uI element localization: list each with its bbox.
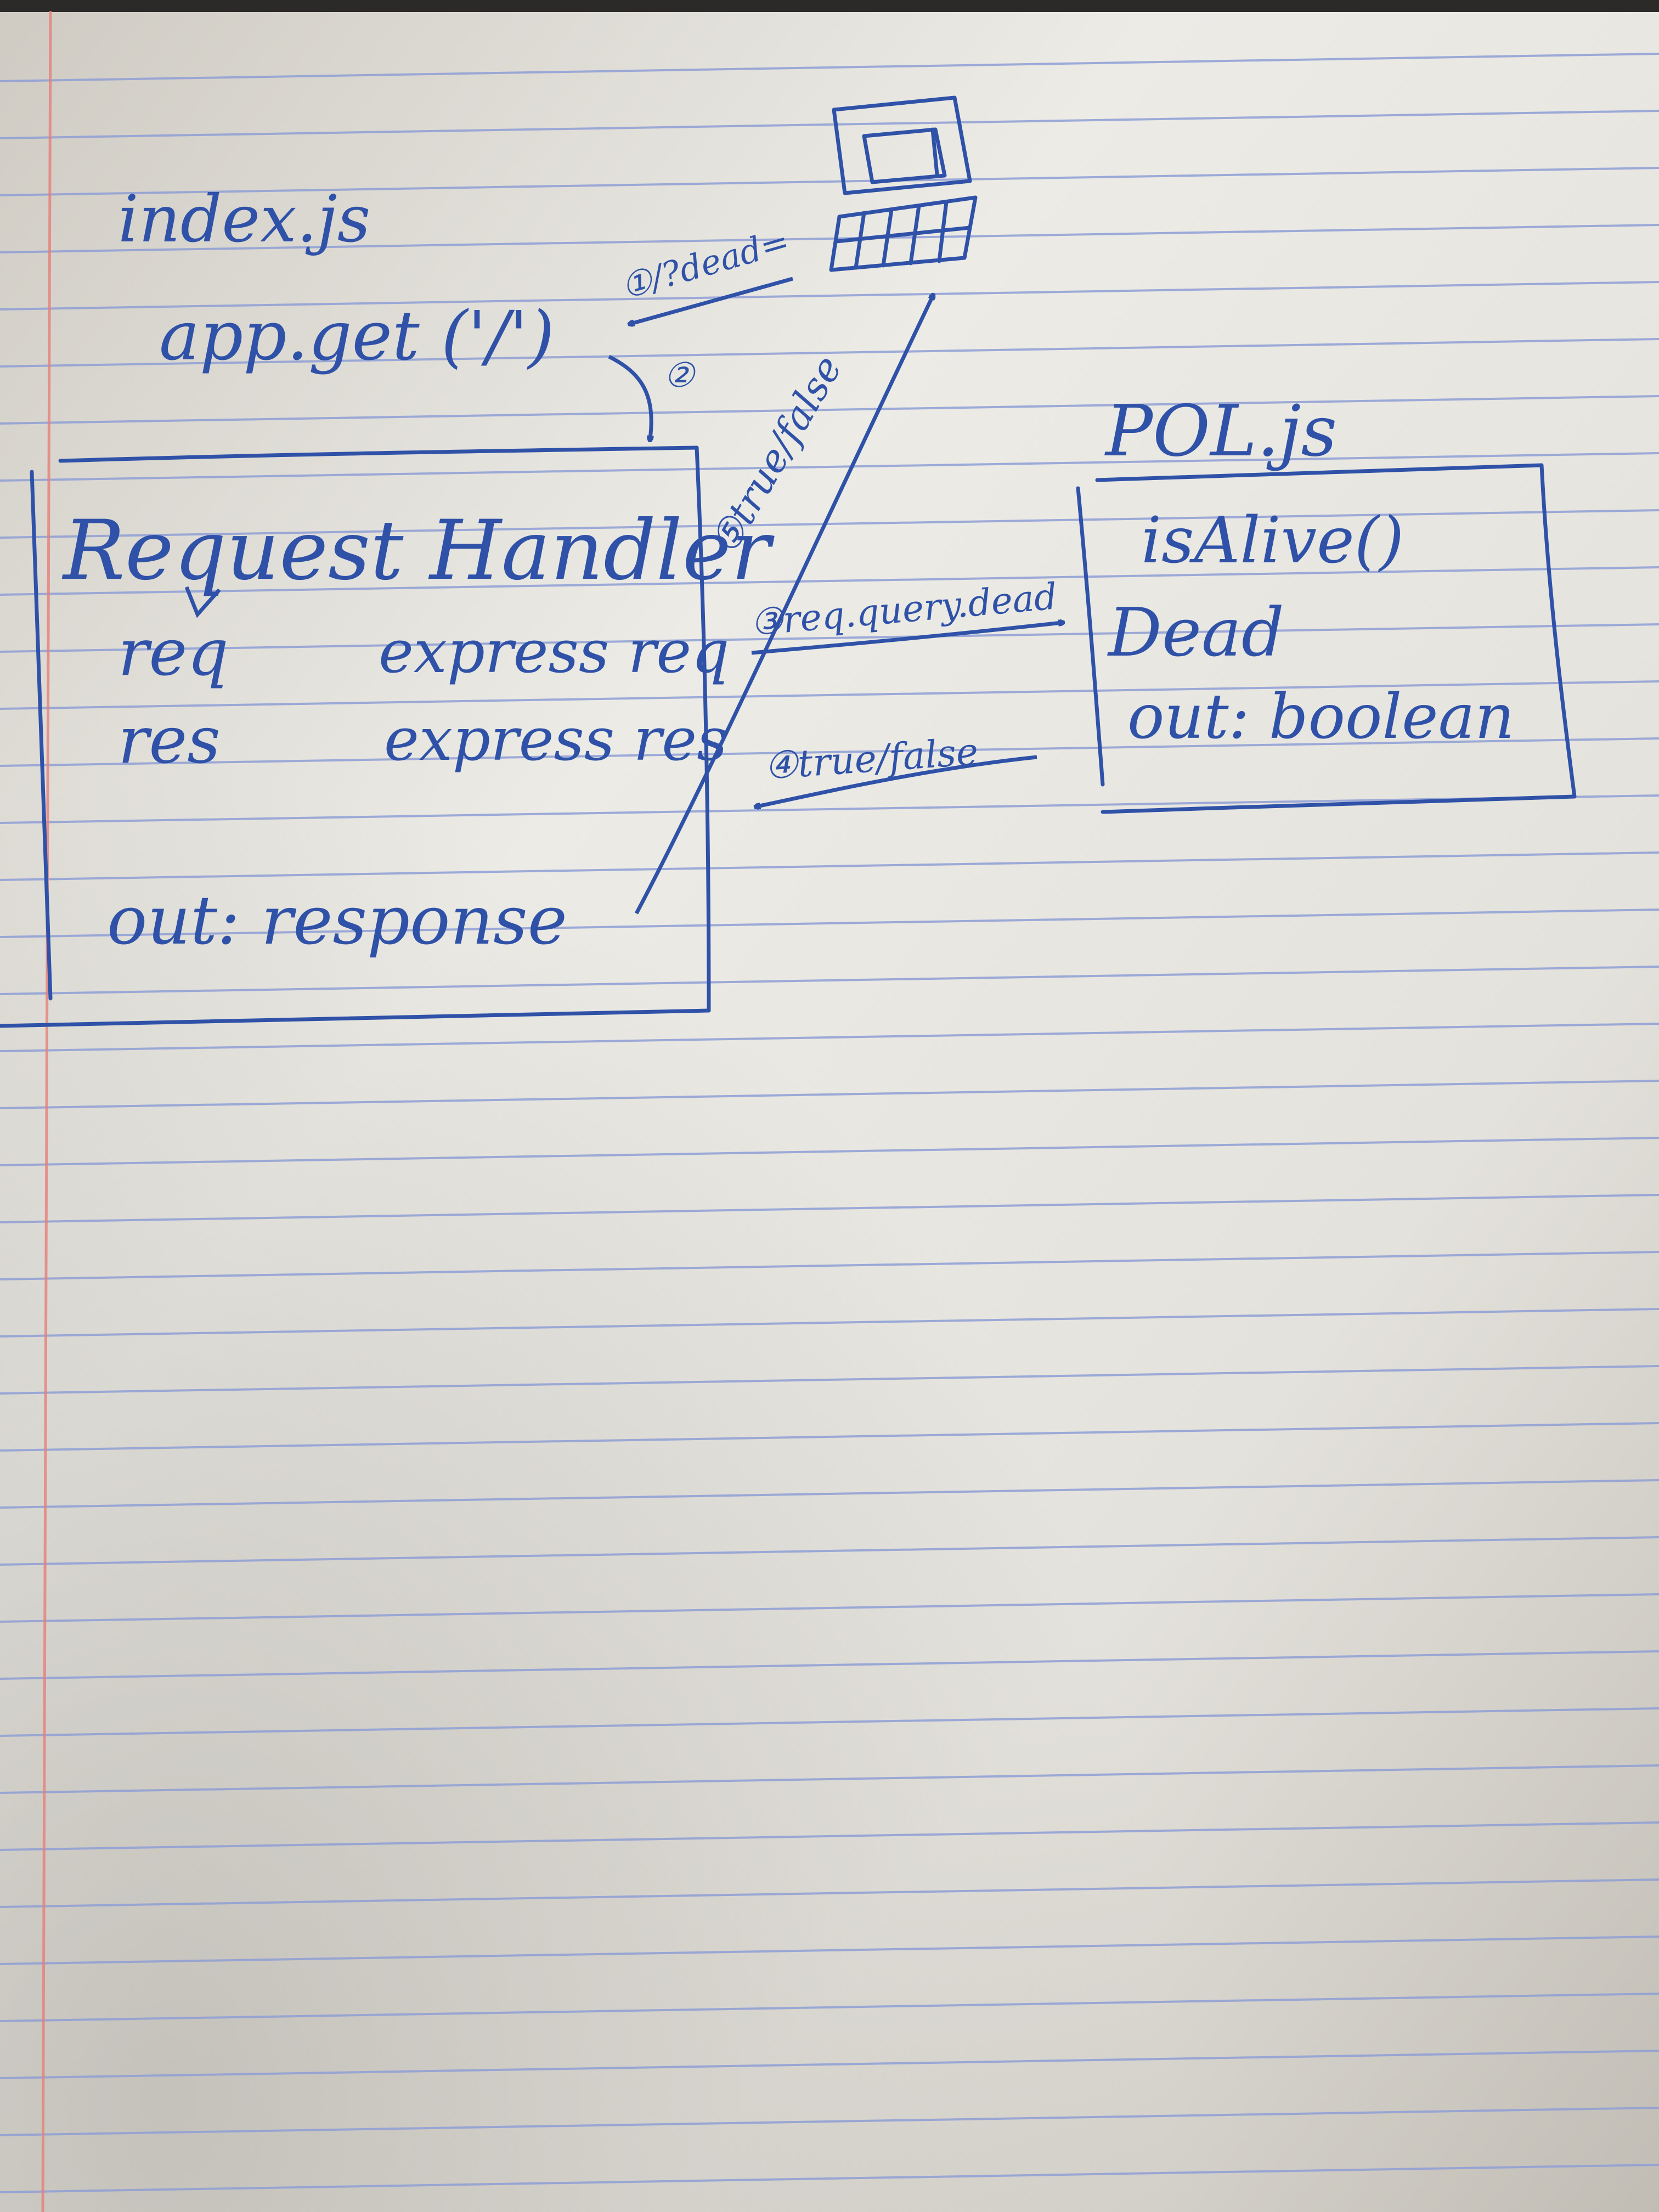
computer-icon [829,95,978,272]
handler-param-type: express req [379,618,729,686]
handler-param-name: res [118,702,221,778]
ruled-line [0,1080,1659,1109]
ruled-line [0,110,1659,139]
ruled-line [0,2164,1659,2193]
ruled-line [0,909,1659,938]
ruled-line [0,966,1659,995]
ruled-line [0,509,1659,539]
handler-param-row-res: res express res [118,702,727,778]
ruled-line [0,566,1659,596]
ruled-line [0,167,1659,196]
ruled-line [0,1536,1659,1566]
pol-method-label: isAlive() [1141,504,1404,578]
ruled-line [0,1993,1659,2022]
ruled-line [0,1650,1659,1680]
pol-param-label: Dead [1107,594,1284,672]
index-file-label: index.js [118,181,370,257]
handler-param-row-req: req express req [118,614,729,690]
handler-param-type: express res [384,706,727,774]
request-handler-box [0,445,711,1028]
step2-label: ② [664,355,696,395]
step2-arrow [608,354,651,439]
route-label: app.get ('/') [159,297,555,376]
pol-output-label: out: boolean [1127,681,1514,753]
handler-title-tick [184,586,221,618]
ruled-line [0,338,1659,368]
ruled-line [0,1308,1659,1338]
margin-line [41,10,52,2212]
ruled-line [0,737,1659,767]
ruled-line [0,1479,1659,1509]
ruled-line [0,224,1659,253]
ruled-line [0,1821,1659,1851]
ruled-line [0,1422,1659,1452]
ruled-line [0,53,1659,82]
ruled-line [0,1023,1659,1052]
handler-params-table: req express req res express res [118,614,729,778]
ruled-line [0,1707,1659,1737]
ruled-line [0,1764,1659,1794]
step5-arrow [634,296,933,915]
pol-file-label: POL.js [1104,391,1337,472]
ruled-line [0,1194,1659,1223]
ruled-line [0,2050,1659,2079]
ruled-line [0,1878,1659,1908]
ruled-line [0,1137,1659,1166]
handler-output-label: out: response [107,882,567,960]
request-handler-title: Request Handler [61,503,775,599]
ruled-lines [0,53,1659,2193]
step4-arrow [757,755,1037,806]
ruled-line [0,281,1659,311]
pol-box [1076,463,1577,814]
top-edge-shadow [0,0,1659,12]
ruled-line [0,1936,1659,1965]
step1-arrow [631,276,793,324]
ruled-line [0,2107,1659,2136]
ruled-line [0,794,1659,824]
ruled-line [0,395,1659,425]
ruled-line [0,452,1659,482]
step3-arrow [751,623,1062,655]
ruled-line [0,623,1659,653]
handler-param-name: req [118,614,229,690]
ruled-line [0,851,1659,881]
ruled-line [0,1251,1659,1280]
ruled-line [0,1365,1659,1395]
ruled-line [0,1593,1659,1623]
ruled-line [0,680,1659,710]
